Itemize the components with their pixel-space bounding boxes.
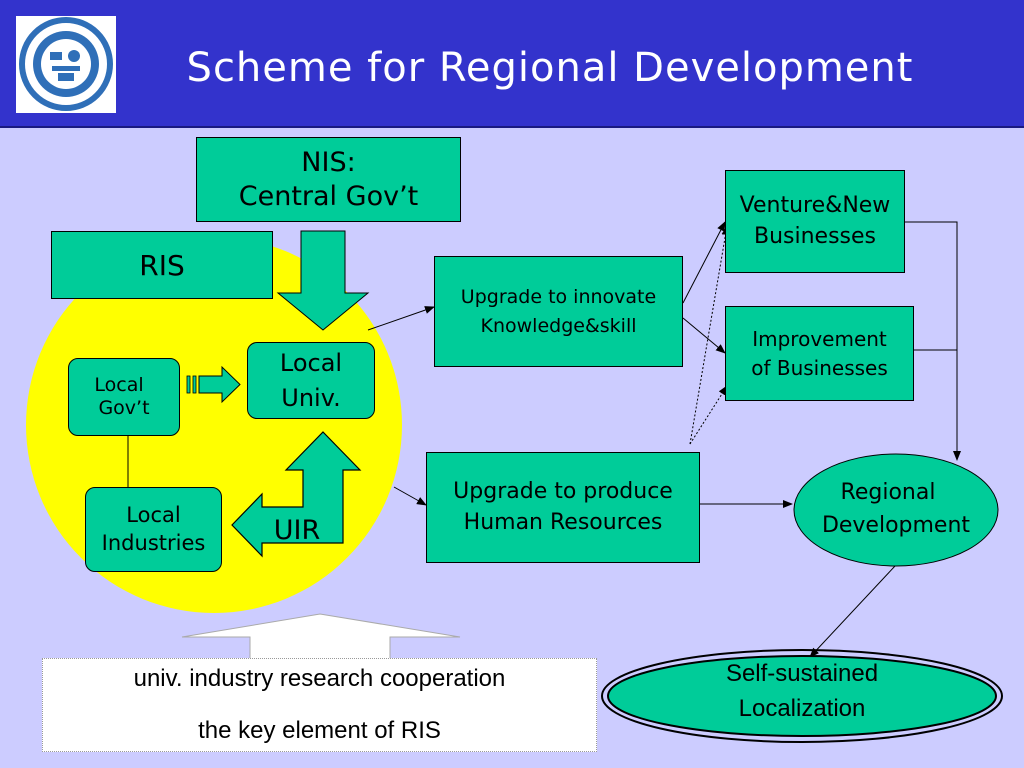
arrow-innovate-to-improvement (682, 317, 726, 354)
improvement-line2: of Businesses (751, 355, 888, 380)
nis-label: NIS: (301, 146, 356, 178)
upgrade-produce-line2: Human Resources (463, 509, 663, 535)
callout-line2: the key element of RIS (198, 717, 441, 744)
local-univ-line2: Univ. (281, 383, 341, 412)
upgrade-innovate-line1: Upgrade to innovate (460, 286, 657, 308)
venture-new-businesses-box: Venture&New Businesses (725, 170, 905, 273)
regional-line2: Development (821, 513, 971, 538)
self-sustained-label: Self-sustained Localization (642, 656, 962, 728)
improvement-line1: Improvement (752, 326, 887, 351)
self-sustained-ellipse-outer (601, 649, 1003, 743)
dotted-arrow-to-improvement (689, 385, 728, 445)
dotted-arrow-to-venture (689, 225, 730, 445)
self-sustained-ellipse (607, 655, 997, 737)
arrow-regional-to-localization (809, 565, 896, 658)
local-govt-line1: Local (94, 374, 144, 397)
central-govt-label: Central Gov’t (238, 180, 419, 212)
regional-development-label: Regional Development (794, 470, 998, 548)
striped-right-arrow (186, 365, 241, 404)
local-govt-line2: Gov’t (98, 397, 150, 419)
upward-block-arrow (181, 613, 461, 661)
uir-label: UIR (262, 512, 332, 548)
local-govt-box: Local Gov’t (68, 358, 180, 436)
venture-line2: Businesses (753, 223, 876, 249)
ris-box: RIS (51, 231, 273, 299)
connector-venture-to-regional (905, 221, 961, 461)
local-industries-line1: Local (126, 503, 181, 528)
callout-line1: univ. industry research cooperation (133, 665, 506, 692)
uir-text: UIR (273, 514, 321, 546)
arrow-univ-to-innovate (367, 306, 435, 331)
upgrade-innovate-line2: Knowledge&skill (480, 314, 637, 337)
regional-line1: Regional (840, 480, 936, 505)
local-industries-line2: Industries (101, 530, 206, 555)
page-title: Scheme for Regional Development (186, 45, 914, 91)
venture-line1: Venture&New (739, 192, 891, 218)
improvement-businesses-box: Improvement of Businesses (725, 306, 914, 401)
local-univ-line1: Local (279, 348, 343, 377)
upgrade-produce-line1: Upgrade to produce (453, 478, 673, 504)
university-seal-logo (16, 16, 116, 113)
down-block-arrow (276, 230, 370, 331)
local-univ-box: Local Univ. (247, 342, 375, 419)
uir-bent-arrow (231, 431, 362, 558)
upgrade-produce-box: Upgrade to produce Human Resources (426, 452, 700, 563)
self-sustained-line2: Localization (738, 695, 866, 722)
nis-central-govt-box: NIS: Central Gov’t (196, 137, 461, 222)
local-industries-box: Local Industries (85, 487, 222, 572)
seal-icon (19, 17, 113, 111)
ris-key-element-callout: univ. industry research cooperation the … (42, 658, 597, 752)
upgrade-innovate-box: Upgrade to innovate Knowledge&skill (434, 256, 683, 367)
regional-development-ellipse (793, 453, 999, 567)
title-bar: Scheme for Regional Development (0, 0, 1024, 128)
self-sustained-line1: Self-sustained (725, 660, 879, 688)
ris-label: RIS (139, 248, 185, 282)
arrow-circle-to-produce (393, 486, 427, 506)
arrow-innovate-to-venture (682, 221, 726, 304)
